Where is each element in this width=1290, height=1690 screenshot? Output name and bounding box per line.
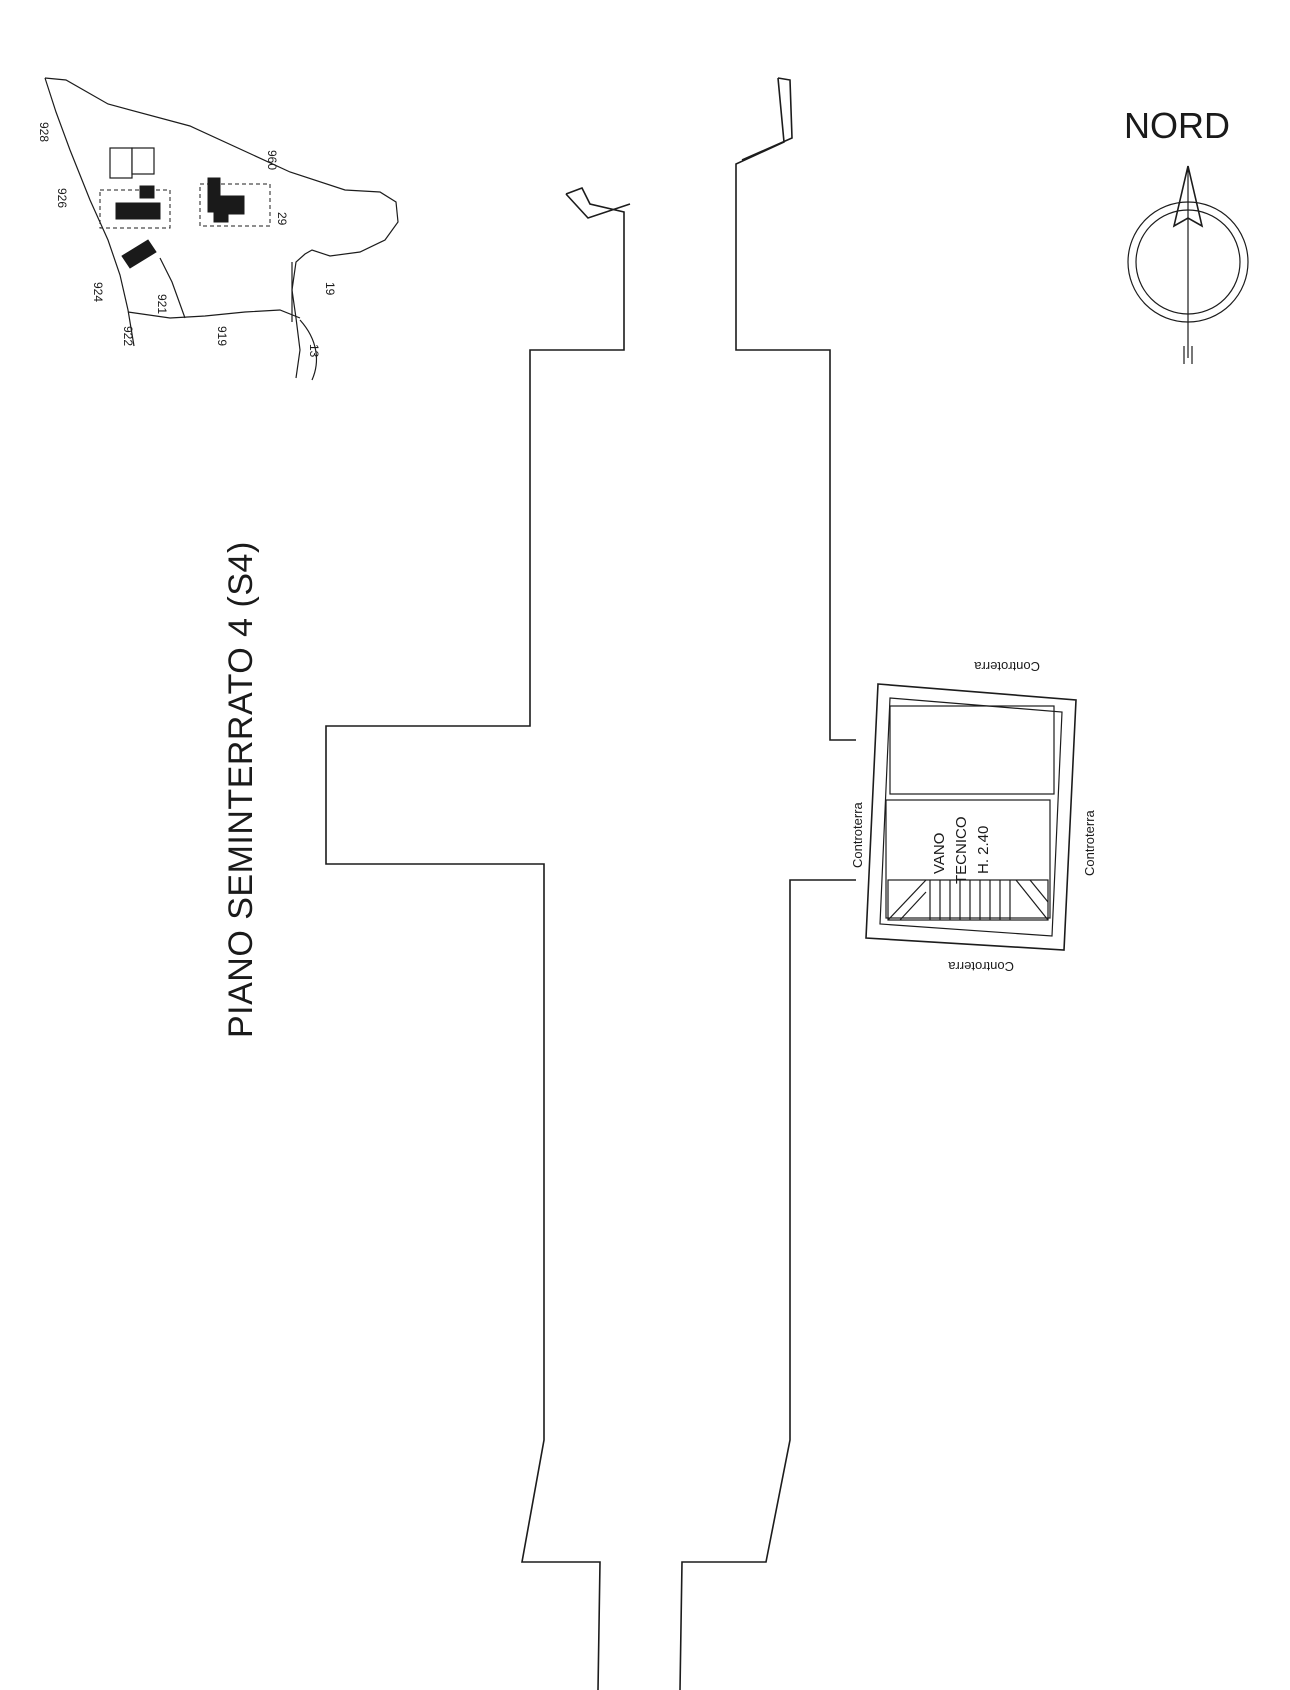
building-dashed-footprint <box>99 189 171 229</box>
parcel-label-924: 924 <box>91 282 105 302</box>
ground-label-top: Controterra <box>973 659 1040 674</box>
parcel-label-921: 921 <box>155 294 169 314</box>
north-indicator: NORD <box>1124 105 1249 364</box>
parcel-label-919: 919 <box>215 326 229 346</box>
parcel-division-921 <box>159 257 186 319</box>
technical-room-inner-wall <box>879 697 1063 937</box>
building-solid-3 <box>207 177 245 223</box>
building-outline-2 <box>131 147 155 175</box>
parcel-label-928: 928 <box>37 122 51 142</box>
parcel-label-960: 960 <box>265 150 279 170</box>
building-dashed-footprint-2 <box>199 183 271 227</box>
north-arrow-icon <box>1127 165 1249 364</box>
corridor-outline <box>325 77 856 1690</box>
parcel-label-13: 13 <box>307 344 321 358</box>
floor-plan-title: PIANO SEMINTERRATO 4 (S4) <box>222 541 260 1038</box>
room-name-line-1: VANO <box>931 833 948 874</box>
technical-room-outer-wall <box>865 683 1077 951</box>
site-boundary-left <box>44 77 135 347</box>
building-solid-2 <box>115 202 161 220</box>
ground-label-bottom: Controterra <box>947 959 1014 974</box>
storage-compartment <box>889 705 1055 795</box>
parcel-label-29: 29 <box>275 212 289 226</box>
north-label: NORD <box>1124 105 1230 146</box>
building-solid-1 <box>139 185 155 199</box>
parcel-label-926: 926 <box>55 188 69 208</box>
corridor-entry-north-2 <box>741 77 793 161</box>
corridor-entry-north <box>565 193 631 219</box>
site-location-map: 928 926 960 29 924 921 922 919 19 13 <box>37 77 399 381</box>
ground-label-right: Controterra <box>1082 809 1097 876</box>
room-name-line-2: TECNICO <box>953 817 970 885</box>
building-solid-4 <box>121 239 157 269</box>
technical-room: VANO TECNICO H. 2.40 Controterra Controt… <box>850 659 1097 974</box>
building-outline-1 <box>109 147 133 179</box>
parcel-label-19: 19 <box>323 282 337 296</box>
room-height-label: H. 2.40 <box>975 826 992 874</box>
site-boundary-lower <box>127 309 301 319</box>
ground-label-left: Controterra <box>850 801 865 868</box>
parcel-label-922: 922 <box>121 326 135 346</box>
technical-compartment <box>885 799 1051 919</box>
stair-icon <box>887 879 1049 921</box>
road-curve <box>299 319 318 381</box>
